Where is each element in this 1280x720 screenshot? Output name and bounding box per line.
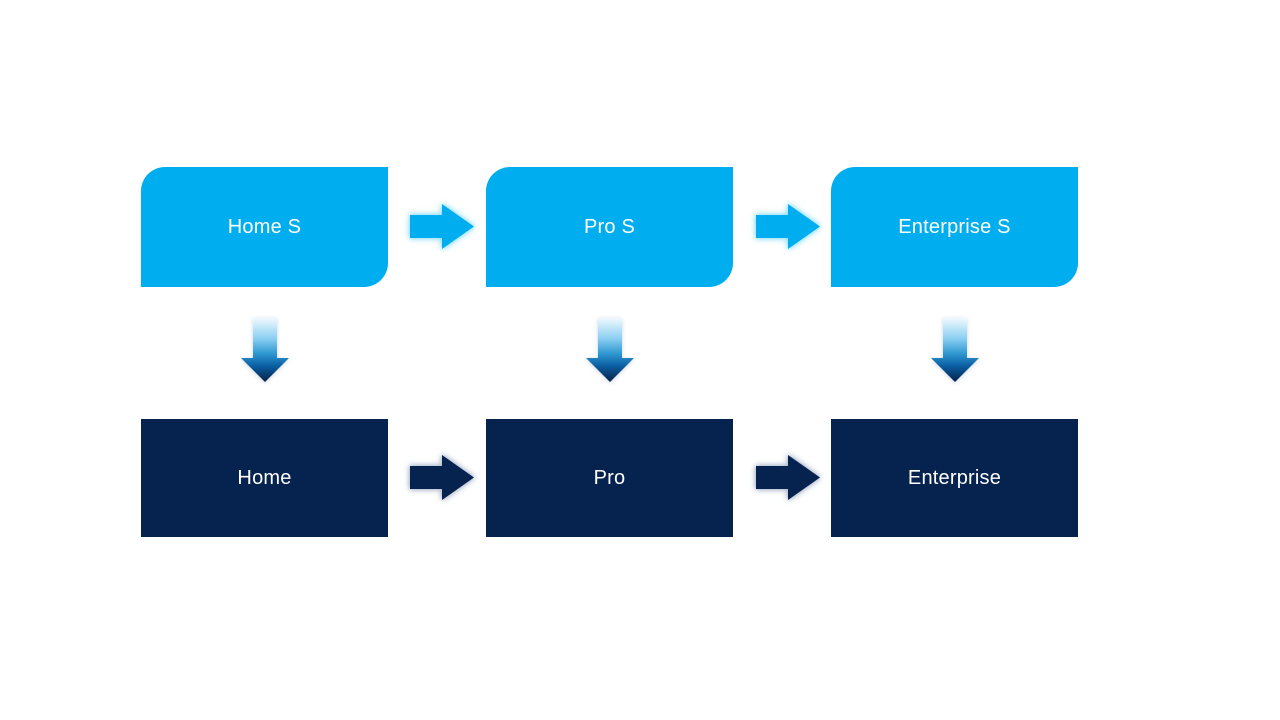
node-label: Home [237,466,292,489]
node-home: Home [141,419,388,537]
down-arrow-icon [241,318,289,382]
node-label: Pro [593,466,626,489]
down-arrow-icon [931,318,979,382]
right-arrow-icon [410,455,474,500]
right-arrow-icon [756,204,820,249]
node-enterprise: Enterprise [831,419,1078,537]
node-label: Enterprise [907,466,1002,489]
node-pro-s: Pro S [486,167,733,287]
node-label: Enterprise S [898,215,1011,238]
node-label: Home S [227,215,302,238]
node-label: Pro S [583,215,636,238]
node-home-s: Home S [141,167,388,287]
node-enterprise-s: Enterprise S [831,167,1078,287]
down-arrow-icon [586,318,634,382]
node-pro: Pro [486,419,733,537]
right-arrow-icon [410,204,474,249]
right-arrow-icon [756,455,820,500]
